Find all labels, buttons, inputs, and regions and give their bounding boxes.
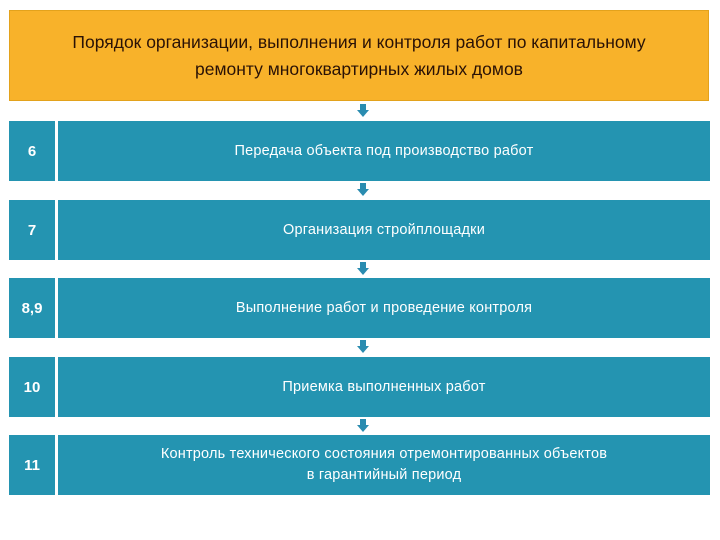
divider — [55, 121, 58, 181]
step-description: Выполнение работ и проведение контроля — [58, 278, 710, 338]
title-line-2: ремонту многоквартирных жилых домов — [195, 58, 523, 79]
step-row: 8,9 Выполнение работ и проведение контро… — [9, 278, 710, 338]
down-arrow-icon — [357, 419, 369, 432]
step-text-line-1: Передача объекта под производство работ — [234, 142, 534, 159]
step-description: Приемка выполненных работ — [58, 357, 710, 417]
step-number: 6 — [9, 121, 55, 181]
divider — [55, 278, 58, 338]
down-arrow-icon — [357, 340, 369, 353]
step-row: 11 Контроль технического состояния отрем… — [9, 435, 710, 495]
title-line-1: Порядок организации, выполнения и контро… — [72, 31, 646, 52]
divider — [55, 357, 58, 417]
step-description: Передача объекта под производство работ — [58, 121, 710, 181]
step-row: 6 Передача объекта под производство рабо… — [9, 121, 710, 181]
step-number: 11 — [9, 435, 55, 495]
step-text-line-2: в гарантийный период — [306, 467, 462, 483]
divider — [55, 200, 58, 260]
diagram-title-box: Порядок организации, выполнения и контро… — [9, 10, 709, 101]
divider — [55, 435, 58, 495]
step-number: 10 — [9, 357, 55, 417]
step-text-line-1: Выполнение работ и проведение контроля — [235, 299, 533, 316]
down-arrow-icon — [357, 183, 369, 196]
step-number: 7 — [9, 200, 55, 260]
step-number: 8,9 — [9, 278, 55, 338]
step-text-line-1: Контроль технического состояния отремонт… — [160, 446, 608, 462]
down-arrow-icon — [357, 262, 369, 275]
step-row: 7 Организация стройплощадки — [9, 200, 710, 260]
down-arrow-icon — [357, 104, 369, 117]
diagram-title: Порядок организации, выполнения и контро… — [72, 29, 645, 83]
step-description: Организация стройплощадки — [58, 200, 710, 260]
step-row: 10 Приемка выполненных работ — [9, 357, 710, 417]
step-description: Контроль технического состояния отремонт… — [58, 435, 710, 495]
step-text-line-1: Приемка выполненных работ — [282, 378, 486, 395]
step-text-line-1: Организация стройплощадки — [282, 221, 486, 238]
